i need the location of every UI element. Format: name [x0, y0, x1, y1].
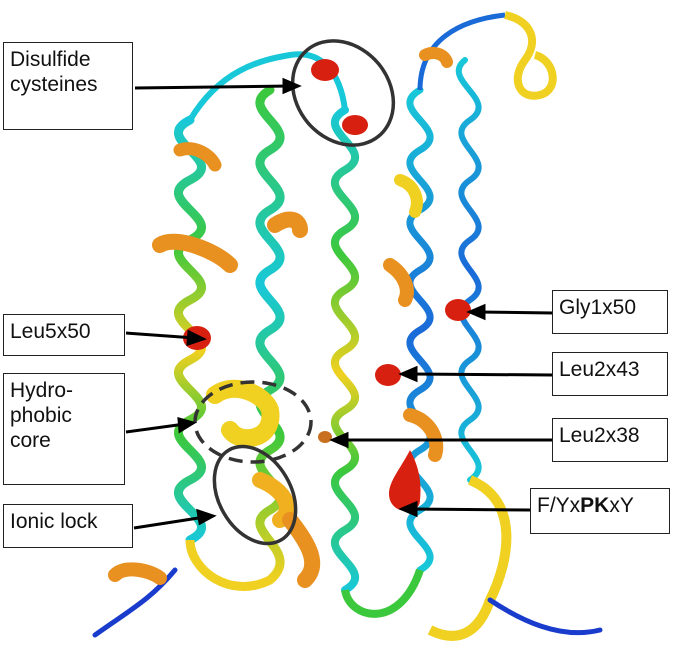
- segment-orange-4: [419, 47, 453, 68]
- label-leu5x50: Leu5x50: [3, 314, 125, 356]
- disulfide-residue-2: [342, 115, 368, 135]
- leu2x38-residue: [318, 431, 332, 443]
- label-fyxpkxy: F/YxPKxY: [530, 488, 670, 534]
- c-terminal-helix: [503, 11, 557, 100]
- gly1x50-residue: [445, 299, 471, 321]
- c-terminus: [487, 597, 603, 636]
- label-fyxpkxy-bold: PK: [580, 494, 610, 517]
- label-gly1x50: Gly1x50: [552, 290, 668, 334]
- segment-yellow-1: [206, 379, 280, 448]
- bottom-loop-1: [185, 539, 273, 591]
- disulfide-ellipse: [290, 39, 396, 147]
- label-ionic-lock: Ionic lock: [3, 504, 133, 548]
- top-loop-right: [417, 12, 506, 91]
- helix-2: [255, 85, 285, 585]
- bottom-loop-2: [341, 568, 424, 618]
- helix-5: [455, 57, 482, 483]
- ionic-lock-ellipse: [212, 444, 298, 546]
- segment-orange-8: [173, 142, 222, 172]
- label-fyxpkxy-pre: F/Yx: [537, 494, 581, 517]
- label-leu2x43: Leu2x43: [552, 352, 668, 396]
- arrows: [125, 77, 554, 530]
- segment-orange-3: [383, 258, 414, 307]
- segment-orange-2: [267, 211, 308, 238]
- label-disulfide-cysteines: Disulfide cysteines: [3, 42, 133, 130]
- segment-orange-5: [282, 512, 321, 588]
- label-fyxpkxy-post: xY: [609, 494, 634, 517]
- hydrophobic-core-ellipse: [193, 380, 313, 464]
- helix-4: [406, 86, 434, 574]
- segment-orange-1: [152, 233, 238, 273]
- segment-orange-6: [108, 562, 167, 585]
- fyxpkxy-residue: [389, 450, 421, 512]
- label-hydrophobic-core: Hydro- phobic core: [3, 373, 125, 485]
- bottom-right-loop: [427, 475, 512, 641]
- label-leu2x38: Leu2x38: [552, 418, 668, 462]
- segment-orange-7: [403, 408, 444, 462]
- disulfide-residue-1: [311, 59, 339, 81]
- helix-3: [330, 106, 360, 594]
- n-terminus: [92, 567, 178, 638]
- segment-yellow-3: [394, 174, 423, 218]
- leu2x43-residue: [375, 364, 401, 386]
